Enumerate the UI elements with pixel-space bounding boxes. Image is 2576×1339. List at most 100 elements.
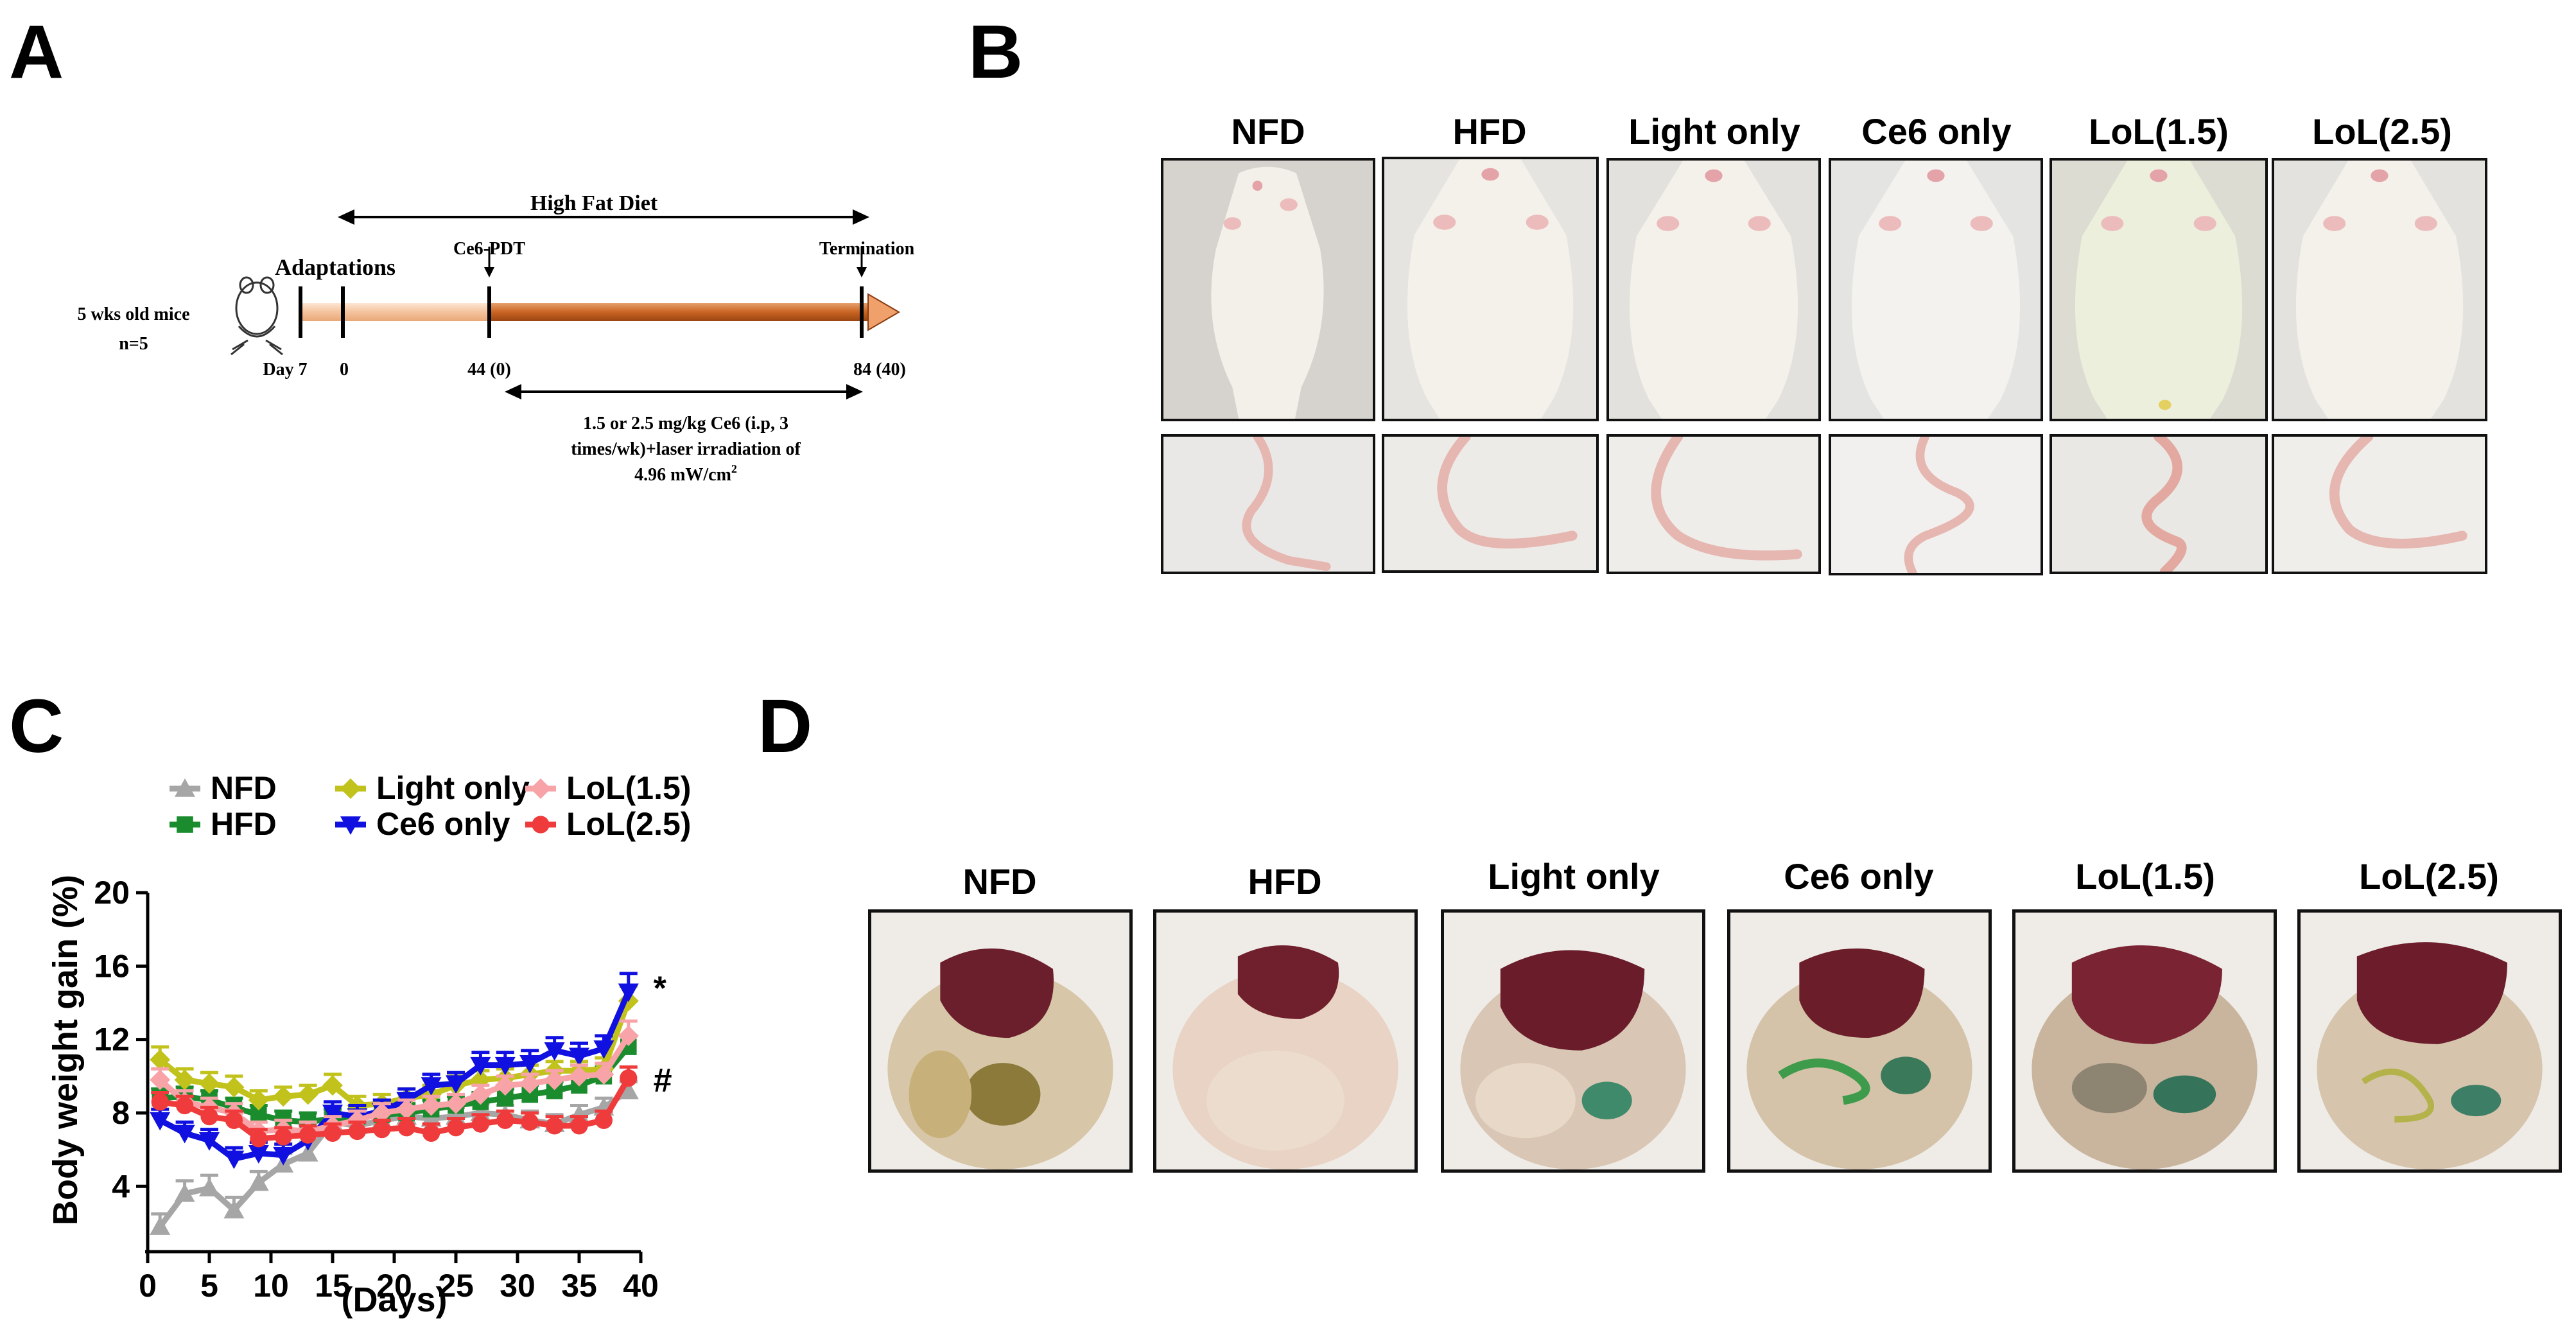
data-point: [199, 1178, 220, 1196]
data-point: [595, 1111, 613, 1129]
legend-item: HFD: [170, 806, 277, 842]
ce6-pdt-label: Ce6-PDT: [453, 239, 525, 259]
body-photo-nfd: [1161, 158, 1375, 421]
legend-marker: [340, 816, 361, 835]
legend-marker: [340, 778, 361, 799]
data-point: [470, 1084, 491, 1105]
treatment-line-1: 1.5 or 2.5 mg/kg Ce6 (i.p, 3: [583, 414, 788, 433]
tail-photo-light-only: [1606, 434, 1821, 574]
y-tick-label: 12: [94, 1022, 130, 1058]
tick-label-44: 44 (0): [467, 360, 511, 380]
body-photo-lol-1-5: [2049, 158, 2268, 421]
data-point: [348, 1122, 367, 1141]
panel-letter-b: B: [968, 10, 1023, 94]
tail-photo-hfd: [1382, 434, 1599, 573]
tail-photo-nfd: [1161, 434, 1375, 574]
legend-marker: [532, 816, 550, 834]
tick-label-0: 0: [340, 360, 349, 380]
data-point: [297, 1084, 318, 1105]
data-point: [422, 1124, 440, 1142]
data-point: [176, 1096, 194, 1115]
data-point: [297, 1142, 318, 1162]
treatment-duration-arrow: [505, 384, 863, 399]
photo-label-nfd: NFD: [1231, 111, 1305, 152]
x-tick-label: 10: [253, 1268, 289, 1304]
data-point: [322, 1105, 343, 1123]
data-point: [223, 1150, 245, 1169]
body-photo-lol-2-5: [2272, 158, 2487, 421]
organ-label-nfd: NFD: [962, 861, 1037, 902]
body-photo-light-only: [1606, 158, 1821, 421]
x-tick-label: 25: [438, 1268, 474, 1304]
mice-label: 5 wks old mice: [78, 304, 190, 324]
data-point: [421, 1077, 442, 1096]
series-lol-2-5-: [151, 1065, 638, 1148]
organ-label-ce6-only: Ce6 only: [1784, 856, 1934, 897]
data-point: [273, 1086, 294, 1107]
photo-label-ce6-only: Ce6 only: [1861, 111, 2012, 152]
organ-label-lol-2-5: LoL(2.5): [2359, 856, 2499, 897]
termination-label: Termination: [819, 239, 915, 259]
y-tick-label: 16: [94, 948, 130, 984]
organ-photo-lol-1-5: [2012, 909, 2277, 1173]
x-tick-label: 35: [561, 1268, 597, 1304]
legend-label: LoL(1.5): [566, 770, 691, 806]
organ-photo-hfd: [1153, 909, 1418, 1173]
legend-label: Ce6 only: [376, 806, 510, 842]
data-point: [446, 1075, 466, 1094]
chart-y-axis-label: Body weight gain (%): [46, 875, 85, 1225]
data-point: [521, 1113, 539, 1131]
data-point: [174, 1125, 195, 1144]
data-point: [593, 1040, 614, 1059]
tick-label-day7: Day 7: [263, 360, 307, 380]
photo-label-lol-2-5: LoL(2.5): [2312, 111, 2452, 152]
data-point: [371, 1102, 392, 1123]
data-point: [248, 1089, 269, 1110]
treatment-line-2: times/wk)+laser irradiation of: [571, 439, 801, 459]
data-point: [544, 1042, 565, 1061]
data-point: [250, 1130, 268, 1148]
significance-annotation: #: [654, 1062, 672, 1099]
data-point: [150, 1216, 171, 1235]
data-point: [273, 1146, 294, 1166]
adaptation-bar: [300, 303, 343, 321]
y-tick-label: 4: [112, 1168, 130, 1204]
tick-label-84: 84 (40): [853, 360, 906, 380]
photo-label-light-only: Light only: [1628, 111, 1800, 152]
diet-label: High Fat Diet: [530, 191, 658, 215]
chart-series: *#: [150, 970, 672, 1235]
data-point: [174, 1183, 195, 1202]
x-tick-label: 5: [200, 1268, 218, 1304]
diet-duration-arrow: [338, 209, 869, 225]
data-point: [199, 1073, 220, 1094]
data-point: [396, 1099, 417, 1120]
legend-marker: [175, 778, 195, 797]
mouse-icon: [231, 276, 283, 356]
data-point: [569, 1065, 589, 1087]
legend-item: Ce6 only: [335, 806, 510, 842]
data-point: [322, 1075, 343, 1096]
data-point: [618, 1080, 639, 1099]
pre-treatment-bar: [343, 303, 489, 321]
data-point: [544, 1069, 565, 1090]
photo-label-hfd: HFD: [1452, 111, 1527, 152]
data-point: [446, 1093, 466, 1114]
data-point: [199, 1132, 220, 1151]
tail-photo-lol-1-5: [2049, 434, 2268, 574]
x-tick-label: 20: [376, 1268, 412, 1304]
data-point: [496, 1111, 514, 1129]
organ-photo-light-only: [1441, 909, 1705, 1173]
legend-label: Light only: [376, 770, 530, 806]
legend-item: LoL(1.5): [525, 770, 691, 806]
data-point: [519, 1055, 541, 1074]
data-point: [546, 1117, 564, 1135]
legend-label: LoL(2.5): [566, 806, 691, 842]
adaptations-label: Adaptations: [275, 254, 396, 280]
treatment-line-3: 4.96 mW/cm2: [634, 462, 737, 485]
data-point: [618, 983, 639, 1002]
y-tick-label: 8: [112, 1095, 130, 1131]
data-point: [397, 1119, 415, 1137]
